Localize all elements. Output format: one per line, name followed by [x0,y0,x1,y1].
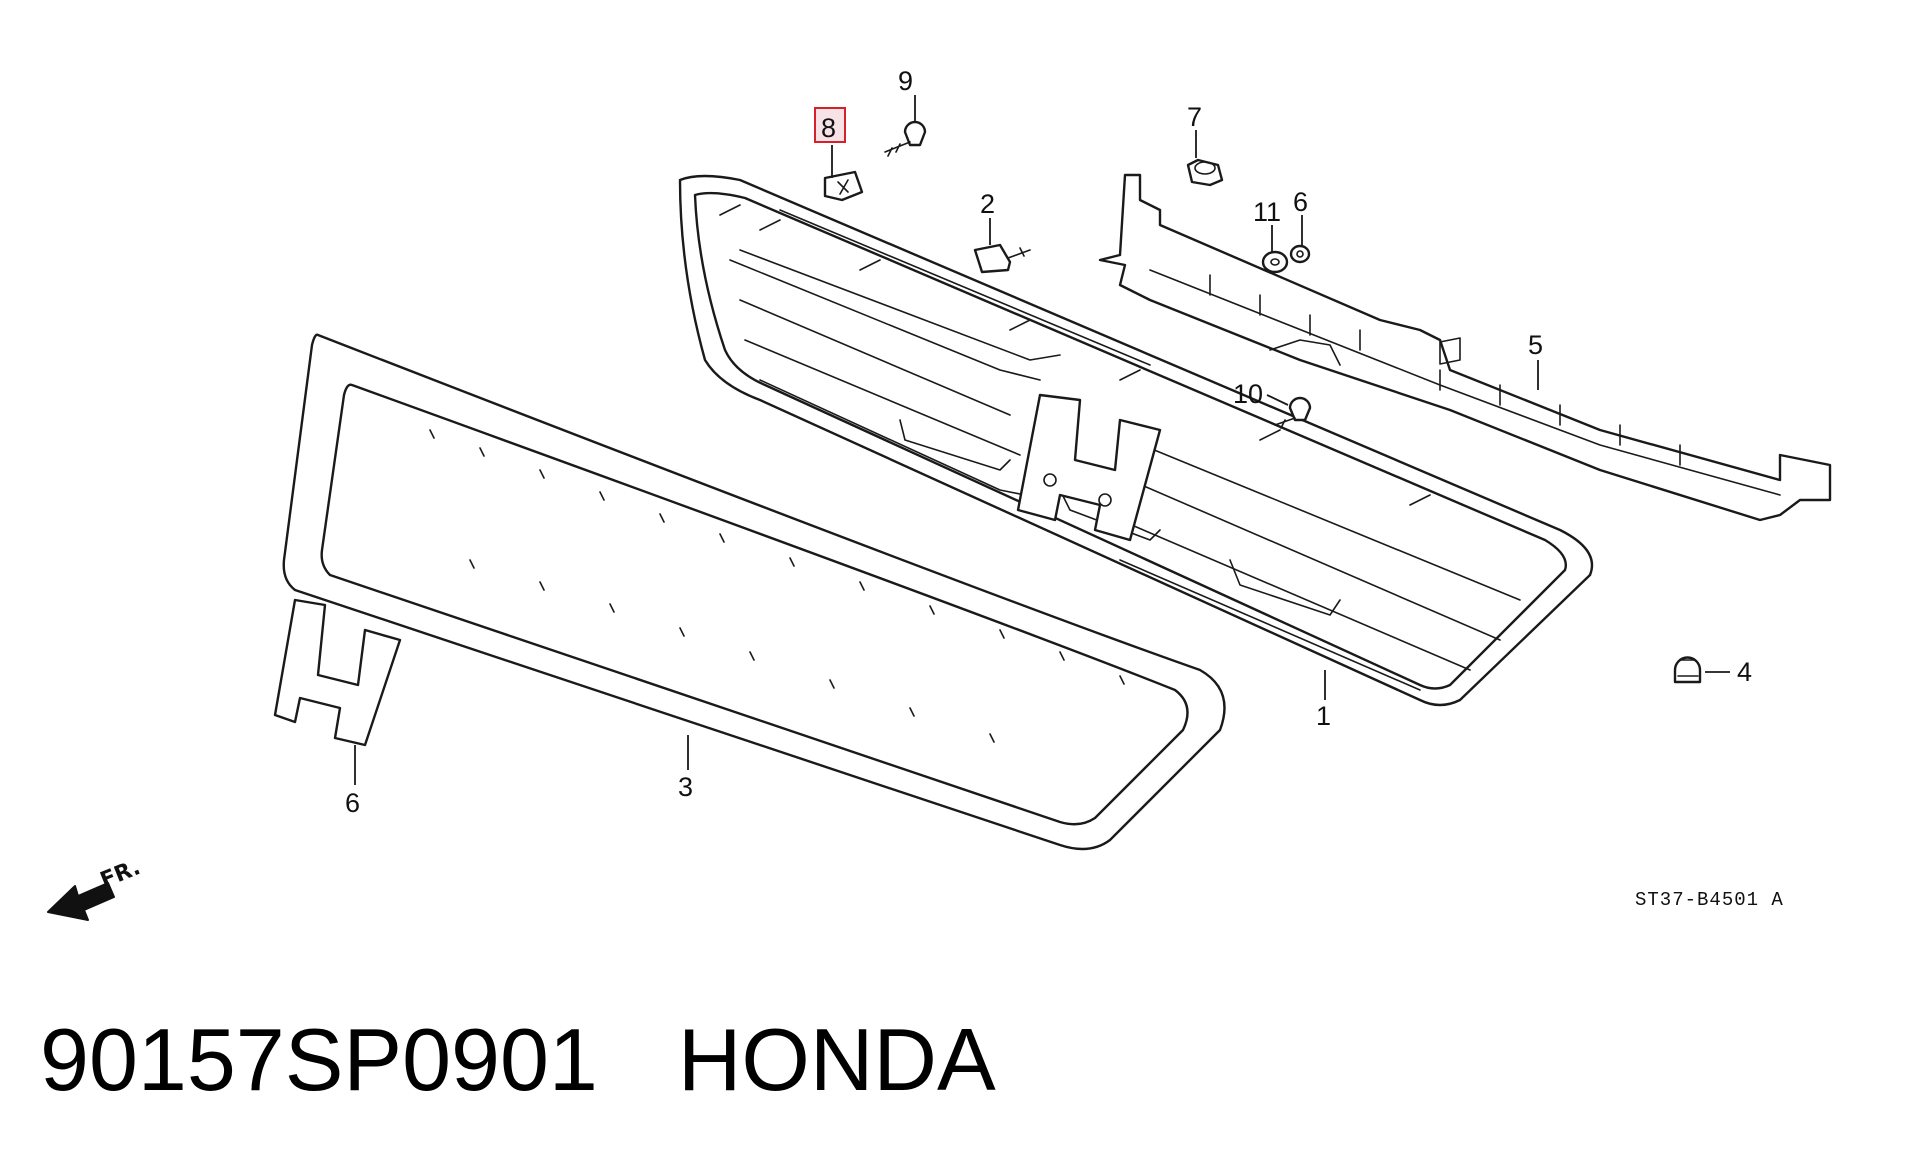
cap-part-2 [973,243,1031,274]
callout-11[interactable]: 11 [1253,197,1281,227]
callout-7[interactable]: 6 [1293,187,1308,217]
leader-lines [354,95,1730,785]
washer-part-7 [1289,244,1311,264]
callout-2[interactable]: 2 [980,189,995,219]
callout-10-mid[interactable]: 10 [1233,379,1263,409]
nut-part-9 [1186,158,1224,187]
callout-1[interactable]: 1 [1316,701,1331,731]
clip-part-8 [823,170,864,202]
front-direction-indicator: FR. [47,855,144,921]
callout-8-highlight [814,107,846,143]
front-grille [678,174,1594,707]
callout-5[interactable]: 5 [1528,330,1543,360]
clip-part-4 [1673,656,1702,684]
grille-molding-frame [282,333,1226,851]
diagram-reference-code: ST37-B4501 A [1635,889,1784,911]
part-caption: 90157SP0901 HONDA [40,1010,996,1110]
callout-4[interactable]: 4 [1737,657,1752,687]
callout-10-top[interactable]: 9 [898,66,913,96]
screw-part-10-top [884,120,927,157]
screw-part-10-mid [1274,396,1312,429]
upper-bracket [1098,173,1832,522]
front-arrow-icon [47,882,115,921]
callout-6[interactable]: 6 [345,788,360,818]
honda-emblem [273,598,402,747]
callout-8[interactable]: 8 [821,113,836,143]
washer-part-11 [1261,250,1289,274]
callout-3[interactable]: 3 [678,772,693,802]
part-number: 90157SP0901 [40,1010,598,1109]
callout-9[interactable]: 7 [1187,102,1202,132]
callout-labels: 8 9 2 7 11 6 5 10 4 1 3 6 [345,66,1752,818]
brand-name: HONDA [677,1010,996,1109]
front-direction-label: FR. [97,855,144,893]
